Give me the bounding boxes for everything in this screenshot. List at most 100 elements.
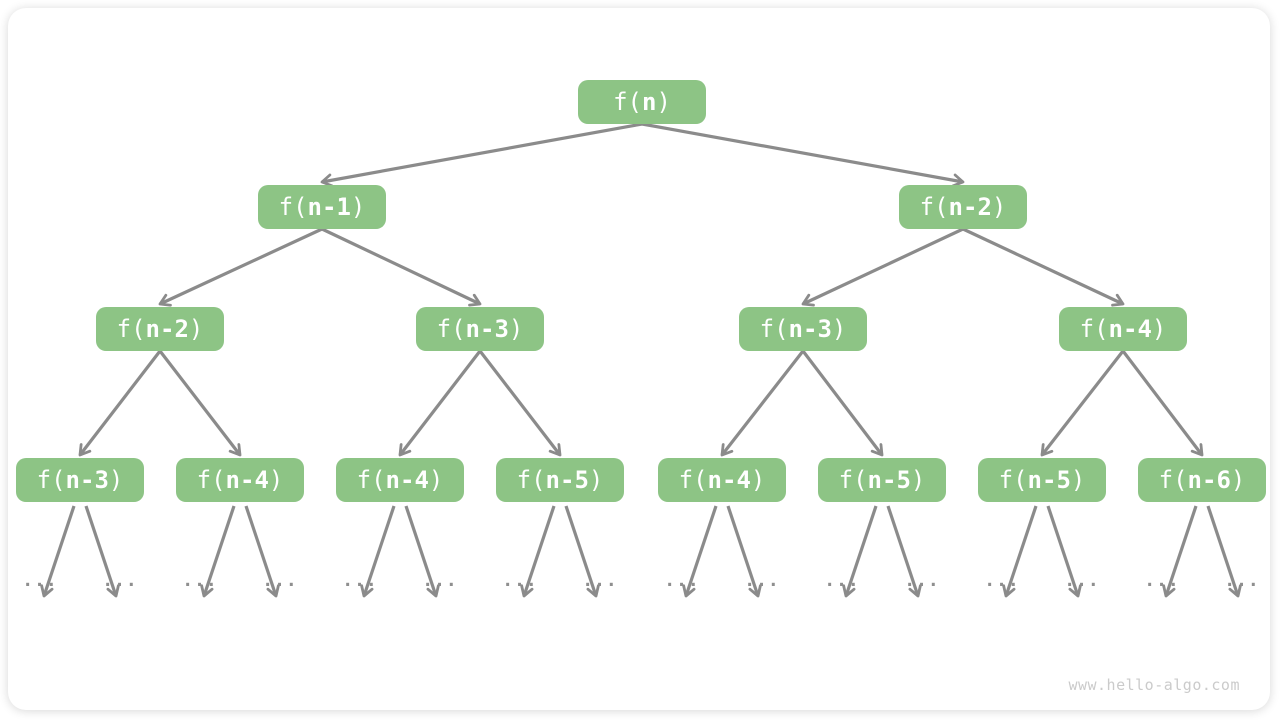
node-label-arg: n-5 [1027,466,1071,494]
edge-arrow [842,505,878,598]
edge-arrow [726,505,762,598]
tree-node: f(n-4) [336,458,464,502]
edge-arrow [200,505,236,598]
node-label-suffix: ) [188,315,204,343]
edge-arrow [321,227,482,307]
edge-arrow [158,227,323,307]
node-label-prefix: f( [919,193,949,221]
edge-arrow [84,505,120,598]
tree-node: f(n-5) [978,458,1106,502]
ellipsis-label: ... [824,570,860,591]
edge-arrow [520,505,556,598]
edge-arrow [1206,505,1242,598]
edge-arrow [720,350,805,457]
edge-arrow [40,505,76,598]
node-label-prefix: f( [678,466,708,494]
edge-arrow [404,505,440,598]
node-label-suffix: ) [1151,315,1167,343]
ellipsis-label: ... [904,570,940,591]
node-label-arg: n-4 [225,466,269,494]
edge-arrow [962,227,1125,307]
tree-node: f(n-4) [1059,307,1187,351]
edge-arrow [158,350,242,457]
ellipsis-label: ... [984,570,1020,591]
node-label-arg: n-2 [145,315,189,343]
tree-node: f(n-4) [176,458,304,502]
node-label-arg: n-2 [948,193,992,221]
node-label-arg: n-4 [385,466,429,494]
edge-arrow [801,350,884,457]
node-label-suffix: ) [991,193,1007,221]
node-label-suffix: ) [910,466,926,494]
node-label-suffix: ) [428,466,444,494]
node-label-prefix: f( [838,466,868,494]
edge-arrow [398,350,482,457]
tree-node: f(n-2) [96,307,224,351]
tree-node: f(n-4) [658,458,786,502]
node-label-prefix: f( [278,193,308,221]
tree-node: f(n-3) [16,458,144,502]
node-label-suffix: ) [1070,466,1086,494]
ellipsis-label: ... [102,570,138,591]
node-label-arg: n-3 [65,466,109,494]
edge-arrow [478,350,562,457]
node-label-arg: n-3 [465,315,509,343]
edge-arrow [801,227,964,307]
node-label-suffix: ) [108,466,124,494]
ellipsis-label: ... [502,570,538,591]
node-label-arg: n-1 [307,193,351,221]
node-label-prefix: f( [613,88,642,116]
node-label-arg: n-4 [707,466,751,494]
edge-arrow [360,505,396,598]
node-label-prefix: f( [1158,466,1188,494]
node-label-arg: n-4 [1108,315,1152,343]
node-label-suffix: ) [508,315,524,343]
ellipsis-label: ... [1064,570,1100,591]
node-label-suffix: ) [268,466,284,494]
node-label-suffix: ) [1230,466,1246,494]
ellipsis-label: ... [422,570,458,591]
ellipsis-label: ... [182,570,218,591]
node-label-prefix: f( [196,466,226,494]
edge-arrow [1121,350,1204,457]
tree-node: f(n-3) [416,307,544,351]
node-label-arg: n [642,88,657,116]
watermark: www.hello-algo.com [1068,676,1240,694]
edge-arrow [1046,505,1082,598]
node-label-prefix: f( [1079,315,1109,343]
edge-arrow [1002,505,1038,598]
ellipsis-label: ... [1144,570,1180,591]
edge-arrow [1040,350,1125,457]
node-label-prefix: f( [436,315,466,343]
node-label-suffix: ) [350,193,366,221]
ellipsis-label: ... [582,570,618,591]
node-label-arg: n-3 [788,315,832,343]
tree-node: f(n-5) [496,458,624,502]
node-label-arg: n-6 [1187,466,1231,494]
node-label-suffix: ) [750,466,766,494]
node-label-arg: n-5 [545,466,589,494]
ellipsis-label: ... [1224,570,1260,591]
tree-node: f(n-6) [1138,458,1266,502]
node-label-prefix: f( [998,466,1028,494]
edge-arrow [78,350,162,457]
ellipsis-label: ... [262,570,298,591]
edge-arrow [682,505,718,598]
node-label-suffix: ) [656,88,671,116]
node-label-suffix: ) [588,466,604,494]
node-label-prefix: f( [36,466,66,494]
ellipsis-label: ... [744,570,780,591]
node-label-prefix: f( [516,466,546,494]
edge-arrow [886,505,922,598]
node-label-suffix: ) [831,315,847,343]
edge-arrow [244,505,280,598]
edge-arrow [564,505,600,598]
tree-node: f(n-1) [258,185,386,229]
edge-arrow [641,122,965,188]
node-label-prefix: f( [116,315,146,343]
node-label-prefix: f( [759,315,789,343]
node-label-prefix: f( [356,466,386,494]
tree-node: f(n) [578,80,706,124]
ellipsis-label: ... [22,570,58,591]
